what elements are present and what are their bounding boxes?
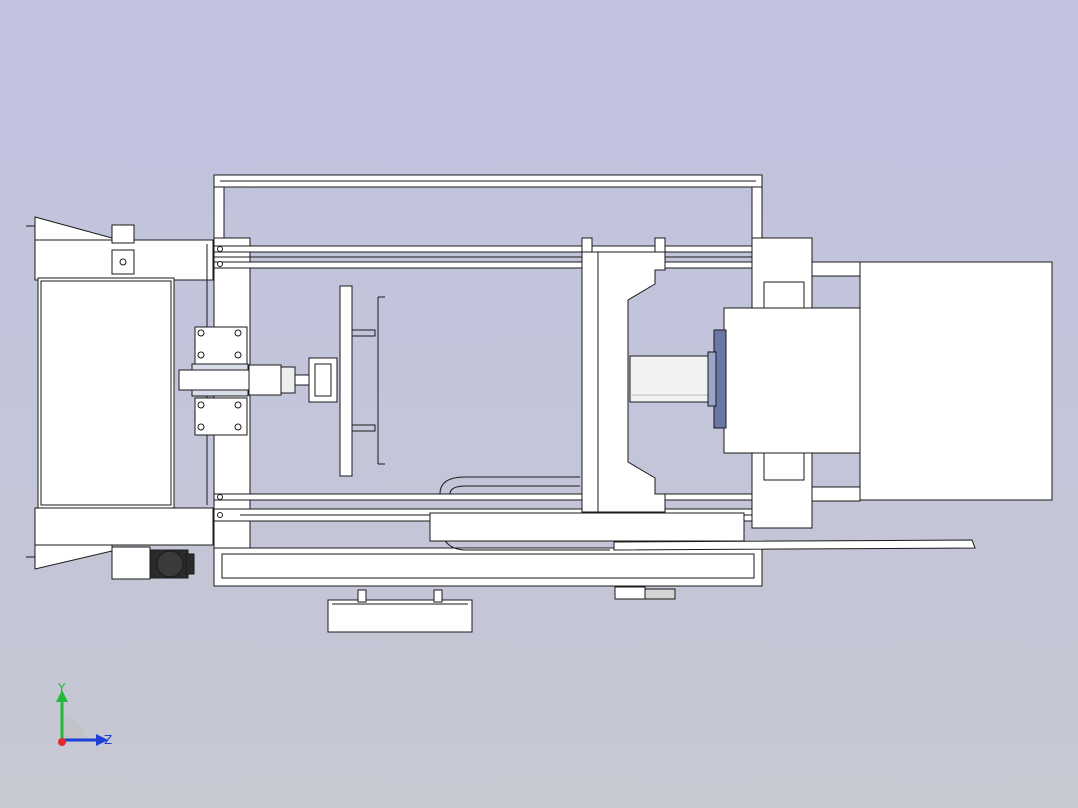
left-housing[interactable] [26,216,214,570]
coordinate-triad-icon: Y Z [56,681,112,747]
triad-z-label: Z [104,733,112,747]
injection-unit[interactable] [707,237,1053,529]
clamp-blocks[interactable] [178,326,338,436]
mold-plate[interactable] [339,285,385,477]
control-box[interactable] [327,586,676,633]
frame-rails[interactable] [213,174,763,587]
triad-y-label: Y [57,681,66,695]
moving-platen[interactable] [581,237,715,513]
hydraulic-lines[interactable] [429,476,976,551]
motor[interactable] [111,546,195,580]
